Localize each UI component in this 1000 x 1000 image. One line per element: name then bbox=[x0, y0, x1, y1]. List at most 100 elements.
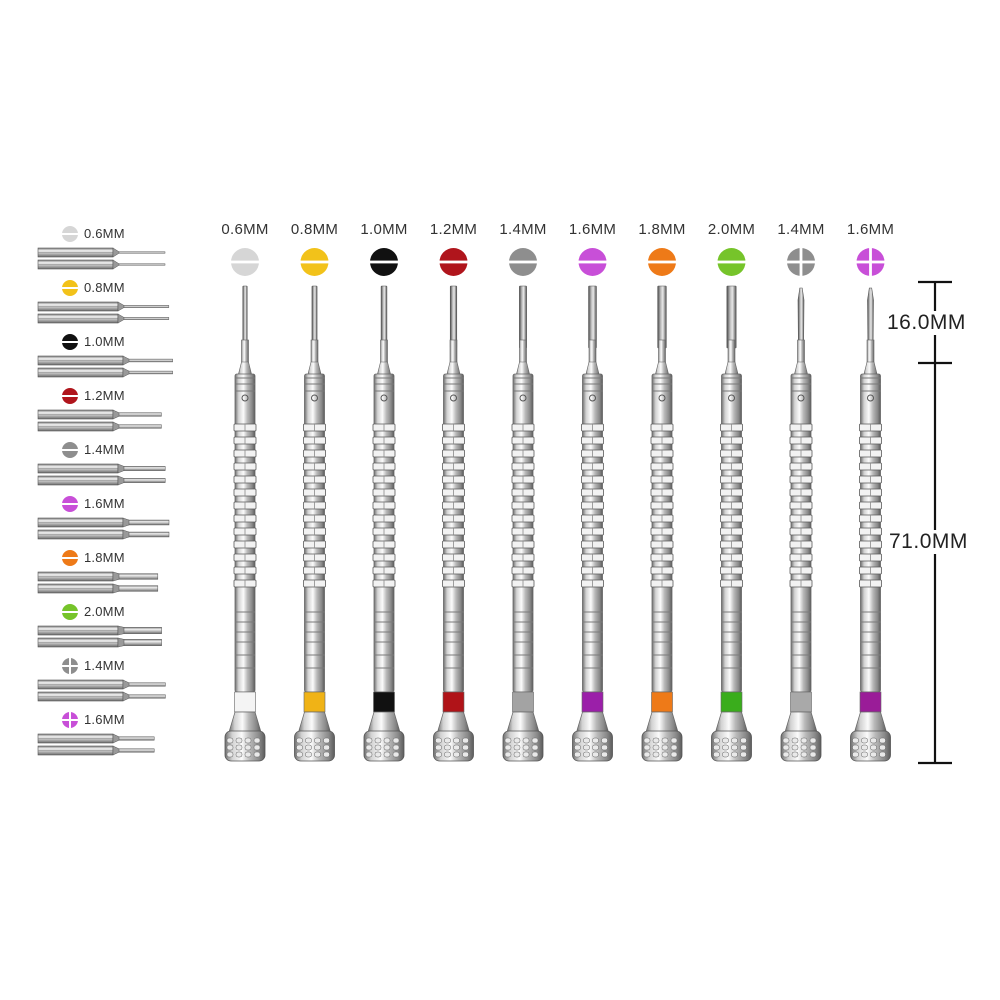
tip-color-icon bbox=[855, 247, 886, 277]
tip-color-icon bbox=[369, 248, 399, 276]
bit-side-view bbox=[37, 355, 173, 378]
brand-logo-icon bbox=[241, 394, 249, 402]
tip-glyph bbox=[61, 496, 79, 512]
driver-size-label: 1.6MM bbox=[846, 221, 895, 238]
bit-tip-item: 2.0MM bbox=[37, 603, 170, 653]
bit-side-view bbox=[37, 679, 166, 702]
bit-shank bbox=[37, 583, 159, 594]
tip-color-icon bbox=[716, 248, 747, 276]
tip-glyph bbox=[61, 388, 79, 404]
brand-logo-icon bbox=[589, 394, 596, 402]
bit-shank bbox=[37, 517, 170, 528]
brand-logo-icon bbox=[519, 394, 527, 402]
bit-shank bbox=[37, 247, 166, 258]
bit-size-label: 1.4MM bbox=[84, 442, 125, 457]
bit-shank bbox=[37, 367, 173, 378]
tip-color-icon bbox=[647, 248, 677, 276]
tip-color-icon bbox=[61, 550, 79, 566]
tip-color-icon bbox=[438, 248, 469, 276]
bit-tip-item: 1.4MM bbox=[37, 441, 170, 491]
tip-glyph bbox=[61, 657, 79, 675]
bit-side-view bbox=[37, 409, 162, 432]
screwdriver bbox=[502, 285, 544, 762]
bit-shank bbox=[37, 421, 162, 432]
tip-color-icon bbox=[61, 604, 79, 620]
bit-shank bbox=[37, 637, 162, 648]
bit-shank bbox=[37, 733, 155, 744]
bit-tip-item: 1.6MM bbox=[37, 495, 170, 545]
tip-color-icon bbox=[61, 711, 79, 729]
tip-color-icon bbox=[230, 248, 260, 276]
tip-color-icon bbox=[61, 226, 79, 242]
bit-size-label: 1.2MM bbox=[84, 388, 125, 403]
bit-shank bbox=[37, 409, 162, 420]
bit-shank bbox=[37, 355, 173, 366]
bit-size-label: 0.8MM bbox=[84, 280, 125, 295]
bit-side-view bbox=[37, 301, 170, 324]
screwdriver bbox=[294, 285, 335, 762]
brand-logo-icon bbox=[728, 394, 735, 402]
bit-tip-item: 1.8MM bbox=[37, 549, 170, 599]
driver-size-label: 0.6MM bbox=[221, 221, 269, 238]
tip-color-icon bbox=[299, 248, 330, 276]
bit-side-view bbox=[37, 733, 155, 756]
tip-glyph bbox=[61, 442, 79, 458]
tip-color-icon bbox=[61, 280, 79, 296]
bit-tip-item: 0.8MM bbox=[37, 279, 170, 329]
tip-color-icon bbox=[61, 657, 79, 675]
brand-logo-icon bbox=[658, 394, 666, 402]
bit-side-view bbox=[37, 571, 159, 594]
bit-shank bbox=[37, 625, 162, 636]
driver-size-label: 1.4MM bbox=[499, 221, 547, 238]
driver-size-label: 1.6MM bbox=[568, 221, 617, 238]
tip-color-icon bbox=[61, 442, 79, 458]
bit-length-label: 16.0MM bbox=[884, 311, 969, 335]
screwdriver bbox=[711, 285, 752, 762]
driver-size-label: 1.2MM bbox=[429, 221, 478, 238]
tip-color-icon bbox=[61, 388, 79, 404]
screwdriver bbox=[433, 285, 474, 762]
bit-side-view bbox=[37, 517, 170, 540]
screwdriver bbox=[780, 287, 822, 762]
brand-logo-icon bbox=[450, 394, 457, 402]
tip-color-icon bbox=[577, 248, 608, 276]
screwdriver bbox=[363, 285, 405, 762]
tip-glyph bbox=[61, 550, 79, 566]
driver-size-label: 0.8MM bbox=[290, 221, 339, 238]
bit-shank bbox=[37, 463, 166, 474]
bit-shank bbox=[37, 313, 170, 324]
driver-size-label: 2.0MM bbox=[707, 221, 756, 238]
bit-shank bbox=[37, 745, 155, 756]
tip-color-icon bbox=[61, 496, 79, 512]
bit-side-view bbox=[37, 247, 166, 270]
bit-shank bbox=[37, 259, 166, 270]
bit-tip-item: 1.6MM bbox=[37, 711, 170, 761]
screwdriver bbox=[850, 287, 891, 762]
bit-size-label: 1.0MM bbox=[84, 334, 125, 349]
bit-shank bbox=[37, 691, 166, 702]
tip-glyph bbox=[61, 226, 79, 242]
bit-tip-item: 1.0MM bbox=[37, 333, 173, 383]
bit-shank bbox=[37, 475, 166, 486]
screwdriver bbox=[224, 285, 266, 762]
brand-logo-icon bbox=[380, 394, 388, 402]
bit-size-label: 2.0MM bbox=[84, 604, 125, 619]
tip-glyph bbox=[61, 334, 79, 350]
brand-logo-icon bbox=[311, 394, 318, 402]
bit-shank bbox=[37, 571, 159, 582]
bit-size-label: 1.6MM bbox=[84, 712, 125, 727]
bit-tip-item: 1.4MM bbox=[37, 657, 170, 707]
driver-size-label: 1.0MM bbox=[360, 221, 408, 238]
bit-shank bbox=[37, 679, 166, 690]
tip-glyph bbox=[61, 711, 79, 729]
tip-color-icon bbox=[786, 247, 816, 277]
screwdriver bbox=[572, 285, 613, 762]
bit-size-label: 1.6MM bbox=[84, 496, 125, 511]
tip-color-icon bbox=[508, 248, 538, 276]
bit-tip-item: 0.6MM bbox=[37, 225, 170, 275]
brand-logo-icon bbox=[867, 394, 874, 402]
tip-glyph bbox=[61, 280, 79, 296]
bit-shank bbox=[37, 301, 170, 312]
screwdriver bbox=[641, 285, 683, 762]
